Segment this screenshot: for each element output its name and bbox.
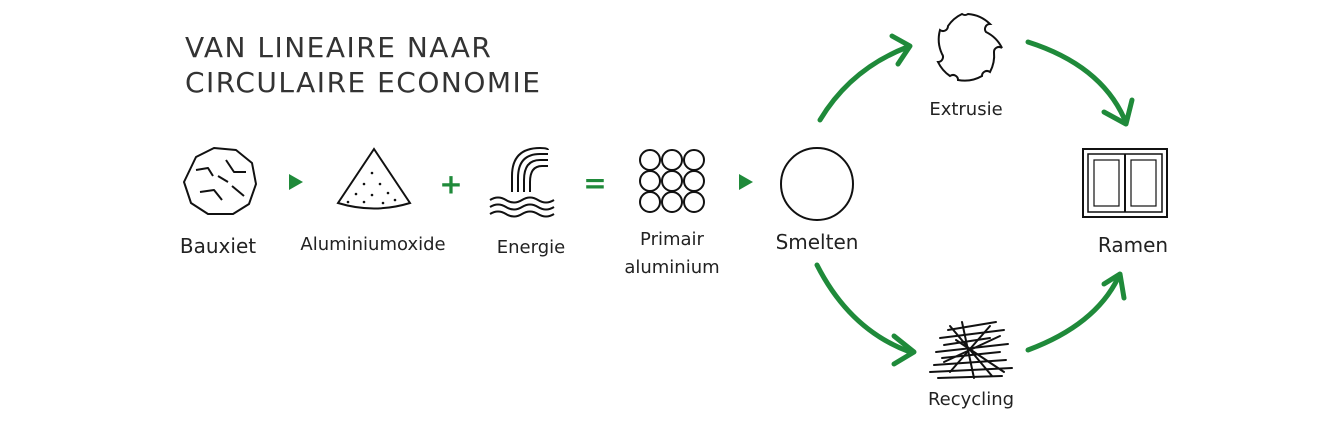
- arrow-smelten-to-recycling: [814, 262, 913, 355]
- label-aluminiumoxide: Aluminiumoxide: [300, 234, 446, 255]
- scrap-pile-icon: [929, 321, 1013, 379]
- cycle-arrows: [814, 33, 1135, 367]
- arrow-smelten-to-extrusie-head: [889, 33, 913, 67]
- label-primair-line-1: Primair: [640, 229, 704, 250]
- arrow-recycling-to-ramen: [1025, 275, 1121, 353]
- arrow-extrusie-to-ramen: [1025, 39, 1127, 121]
- circle-icon: [780, 147, 854, 221]
- arrow-smelten-to-extrusie: [817, 45, 908, 123]
- plus-operator: +: [439, 167, 463, 201]
- label-smelten: Smelten: [775, 230, 859, 254]
- arrow-recycling-to-ramen-head: [1101, 271, 1127, 301]
- arrow-extrusie-to-ramen-head: [1101, 97, 1135, 127]
- label-primair-line-2: aluminium: [624, 257, 720, 278]
- rock-icon: [183, 147, 257, 215]
- label-recycling: Recycling: [927, 389, 1015, 410]
- label-ramen: Ramen: [1097, 233, 1169, 257]
- energy-water-icon: [489, 146, 555, 218]
- flow-arrow-1: [289, 174, 303, 190]
- window-frame-icon: [1082, 148, 1168, 218]
- diagram-title: VAN LINEAIRE NAAR CIRCULAIRE ECONOMIE: [185, 30, 542, 100]
- arrow-smelten-to-recycling-head: [891, 333, 917, 367]
- extrusion-die-icon: [936, 12, 1003, 82]
- label-extrusie: Extrusie: [929, 99, 1003, 120]
- label-primair-aluminium: Primair aluminium: [624, 226, 719, 282]
- powder-pile-icon: [336, 147, 412, 210]
- title-line-1: VAN LINEAIRE NAAR: [185, 31, 493, 64]
- flow-arrow-2: [739, 174, 753, 190]
- title-line-2: CIRCULAIRE ECONOMIE: [185, 66, 542, 99]
- stacked-circles-icon: [639, 149, 705, 213]
- label-bauxiet: Bauxiet: [179, 234, 257, 258]
- equals-operator: =: [583, 166, 607, 200]
- label-energie: Energie: [496, 237, 566, 258]
